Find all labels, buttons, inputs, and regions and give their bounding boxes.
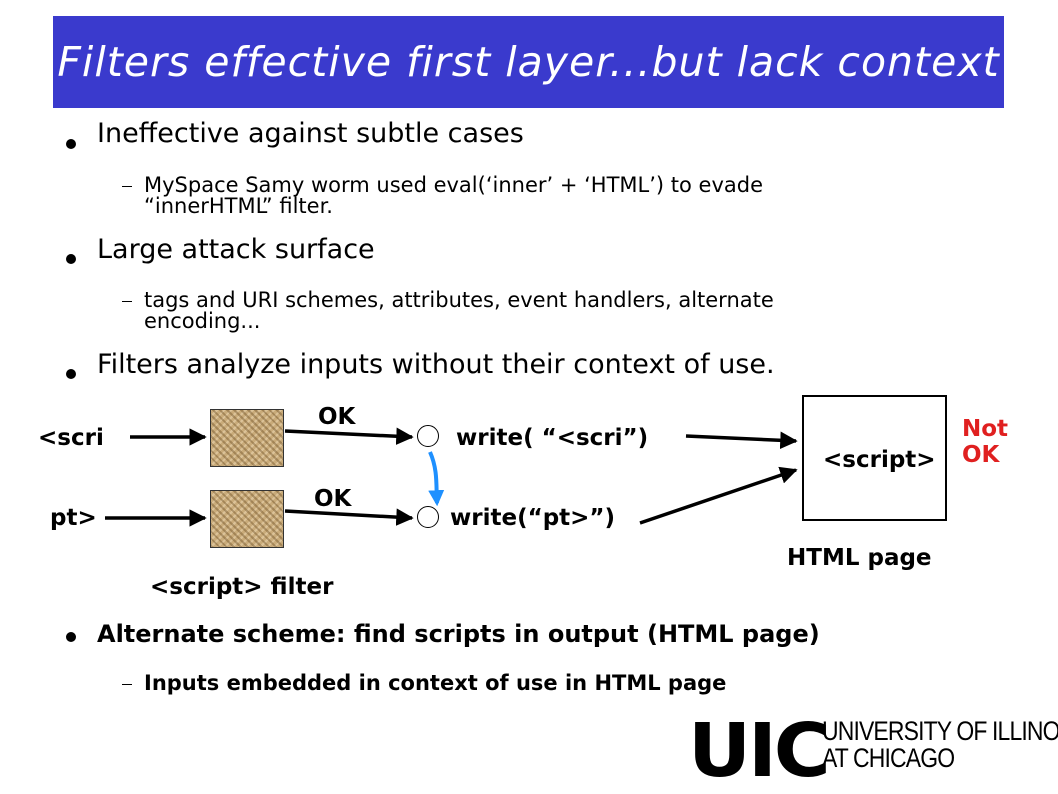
filter-result-ok: OK [318,404,356,430]
filter-result-ok: OK [314,486,352,512]
uic-logo-mark: UIC [688,708,831,794]
sub-bullet-marker [122,301,132,302]
concatenation-arrow [428,451,445,507]
html-page-box [802,395,947,521]
sub-bullet-context-of-use: Inputs embedded in context of use in HTM… [144,671,727,695]
bullet-marker [66,139,76,149]
script-filter-box [210,409,284,467]
arrow-filter2-to-node [284,508,414,526]
html-page-label: HTML page [787,545,932,571]
write-call-2: write(“pt>”) [450,505,616,531]
output-node [417,425,439,447]
script-filter-box [210,490,284,548]
bullet-marker [66,254,76,264]
arrow-filter1-to-node [284,427,414,445]
filter-label: <script> filter [150,574,334,600]
output-node [417,506,439,528]
logo-text-line1: UNIVERSITY OF ILLINOIS [822,716,1058,746]
input-fragment-2: pt> [50,505,97,531]
bullet-marker [66,632,76,642]
not-ok-label: Not [962,416,1009,442]
sub-bullet-samy-worm: MySpace Samy worm used eval(‘inner’ + ‘H… [144,173,763,218]
logo-text-line2: AT CHICAGO [822,743,955,773]
not-ok-label: OK [962,442,1000,468]
bullet-no-context: Filters analyze inputs without their con… [97,349,775,380]
slide-title: Filters effective first layer...but lack… [53,16,1004,108]
sub-bullet-marker [122,186,132,187]
bullet-alternate-scheme: Alternate scheme: find scripts in output… [97,620,820,648]
bullet-ineffective: Ineffective against subtle cases [97,118,524,149]
arrow-write2-to-page [639,466,798,525]
bullet-attack-surface: Large attack surface [97,234,375,265]
write-call-1: write( “<scri”) [456,425,649,451]
input-fragment-1: <scri [38,425,104,451]
bullet-marker [66,369,76,379]
sub-bullet-marker [122,684,132,685]
arrow-write1-to-page [685,431,798,450]
page-script-tag: <script> [823,447,936,473]
sub-bullet-attack-vectors: tags and URI schemes, attributes, event … [144,288,774,333]
